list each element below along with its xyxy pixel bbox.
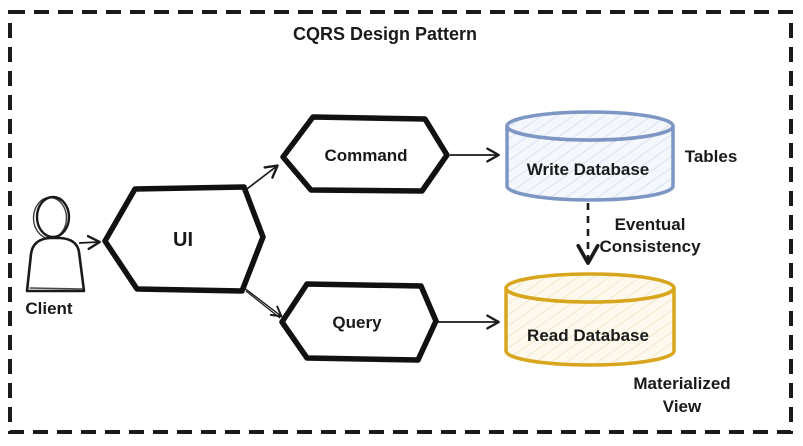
tables-label: Tables xyxy=(685,147,738,166)
read-database-label: Read Database xyxy=(527,326,649,345)
diagram-title: CQRS Design Pattern xyxy=(293,24,477,44)
eventual-consistency-label-line1: Eventual xyxy=(615,215,686,234)
write-database-cylinder xyxy=(505,110,675,202)
query-hexagon xyxy=(279,281,439,363)
eventual-consistency-label-line2: Consistency xyxy=(599,237,701,256)
client-label: Client xyxy=(25,299,73,318)
command-hexagon xyxy=(280,114,450,194)
ui-label: UI xyxy=(173,229,193,251)
materialized-view-label-line1: Materialized xyxy=(633,374,730,393)
materialized-view-label-line2: View xyxy=(663,397,702,416)
arrow-ui-to-query xyxy=(242,286,283,319)
query-label: Query xyxy=(332,313,382,332)
client-person-icon xyxy=(25,195,86,293)
diagram-dashed-border xyxy=(8,10,793,434)
arrow-client-to-ui xyxy=(78,234,101,251)
arrow-ui-to-command xyxy=(242,164,279,193)
ui-hexagon xyxy=(102,184,266,294)
write-database-label: Write Database xyxy=(527,160,650,179)
command-label: Command xyxy=(324,146,407,165)
read-database-cylinder xyxy=(504,272,676,367)
